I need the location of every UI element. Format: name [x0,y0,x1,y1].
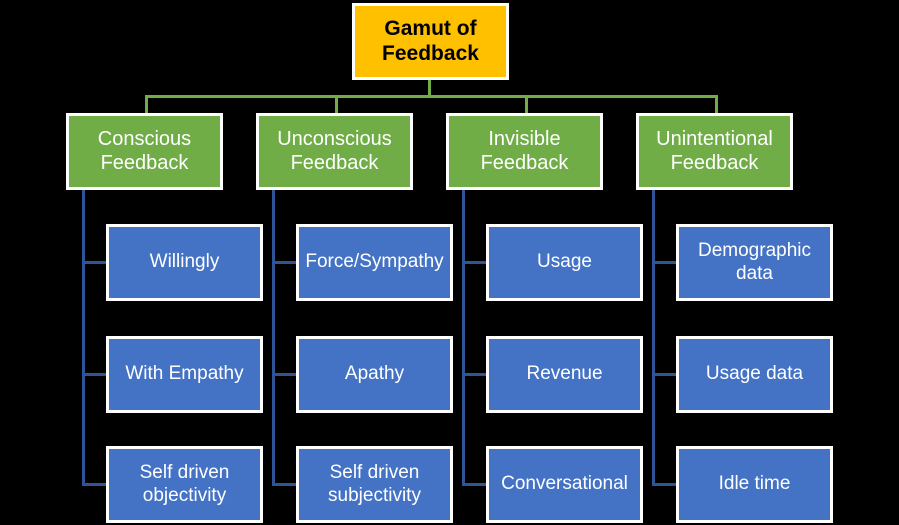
connector-root-drop-2 [335,95,338,115]
connector-spine-4 [652,190,655,486]
connector-stub-2-3 [272,483,298,486]
connector-stub-3-1 [462,261,488,264]
connector-root-stem [428,79,431,97]
connector-root-bus [145,95,717,98]
node-leaf-line1: With Empathy [125,363,244,385]
node-leaf-text: Usage data [694,363,815,385]
node-leaf-line1: Self driven [139,462,230,484]
node-category-line1: Unconscious [277,127,392,150]
node-leaf-line1: Idle time [718,473,791,495]
node-leaf-line1: Self driven [329,462,420,484]
node-category-line2: Feedback [670,151,759,174]
node-category-line1: Invisible [488,127,561,150]
node-leaf-revenue[interactable]: Revenue [486,336,643,413]
node-leaf-text: Conversational [489,473,640,495]
connector-stub-2-2 [272,373,298,376]
node-category-line1: Conscious [97,127,192,150]
node-leaf-conversational[interactable]: Conversational [486,446,643,523]
node-leaf-idle-time[interactable]: Idle time [676,446,833,523]
node-leaf-line1: Conversational [501,473,628,495]
node-category-line2: Feedback [100,151,189,174]
connector-stub-4-1 [652,261,678,264]
connector-stub-3-2 [462,373,488,376]
node-leaf-usage[interactable]: Usage [486,224,643,301]
node-leaf-force-sympathy[interactable]: Force/Sympathy [296,224,453,301]
node-leaf-line1: Usage data [705,363,804,385]
node-category-line2: Feedback [480,151,569,174]
node-root-line1: Gamut of [384,16,477,40]
node-category-line1: Unintentional [656,127,773,150]
node-leaf-line1: Demographic [698,240,811,262]
node-leaf-text: Force/Sympathy [293,251,455,273]
connector-stub-1-3 [82,483,108,486]
connector-root-drop-3 [525,95,528,115]
node-leaf-line1: Apathy [344,363,405,385]
node-leaf-line2: data [736,262,773,284]
connector-spine-2 [272,190,275,486]
connector-root-drop-4 [715,95,718,115]
node-leaf-text: Usage [525,251,604,273]
node-leaf-line2: objectivity [142,484,227,506]
node-leaf-text: Apathy [333,363,416,385]
node-leaf-apathy[interactable]: Apathy [296,336,453,413]
connector-spine-1 [82,190,85,486]
node-leaf-with-empathy[interactable]: With Empathy [106,336,263,413]
node-category-line2: Feedback [290,151,379,174]
node-leaf-line1: Revenue [526,363,603,385]
connector-stub-4-2 [652,373,678,376]
node-leaf-text: Willingly [138,251,232,273]
node-leaf-line1: Willingly [149,251,220,273]
connector-stub-3-3 [462,483,488,486]
node-leaf-text: Idle time [707,473,803,495]
node-leaf-line1: Force/Sympathy [305,251,444,273]
connector-root-drop-1 [145,95,148,115]
connector-stub-4-3 [652,483,678,486]
node-leaf-line2: subjectivity [328,484,421,506]
connector-stub-1-1 [82,261,108,264]
connector-spine-3 [462,190,465,486]
node-leaf-usage-data[interactable]: Usage data [676,336,833,413]
connector-stub-1-2 [82,373,108,376]
node-leaf-willingly[interactable]: Willingly [106,224,263,301]
node-leaf-line1: Usage [537,251,592,273]
connector-stub-2-1 [272,261,298,264]
node-leaf-text: With Empathy [113,363,255,385]
node-root-line2: Feedback [382,41,479,65]
node-leaf-text: Revenue [514,363,614,385]
